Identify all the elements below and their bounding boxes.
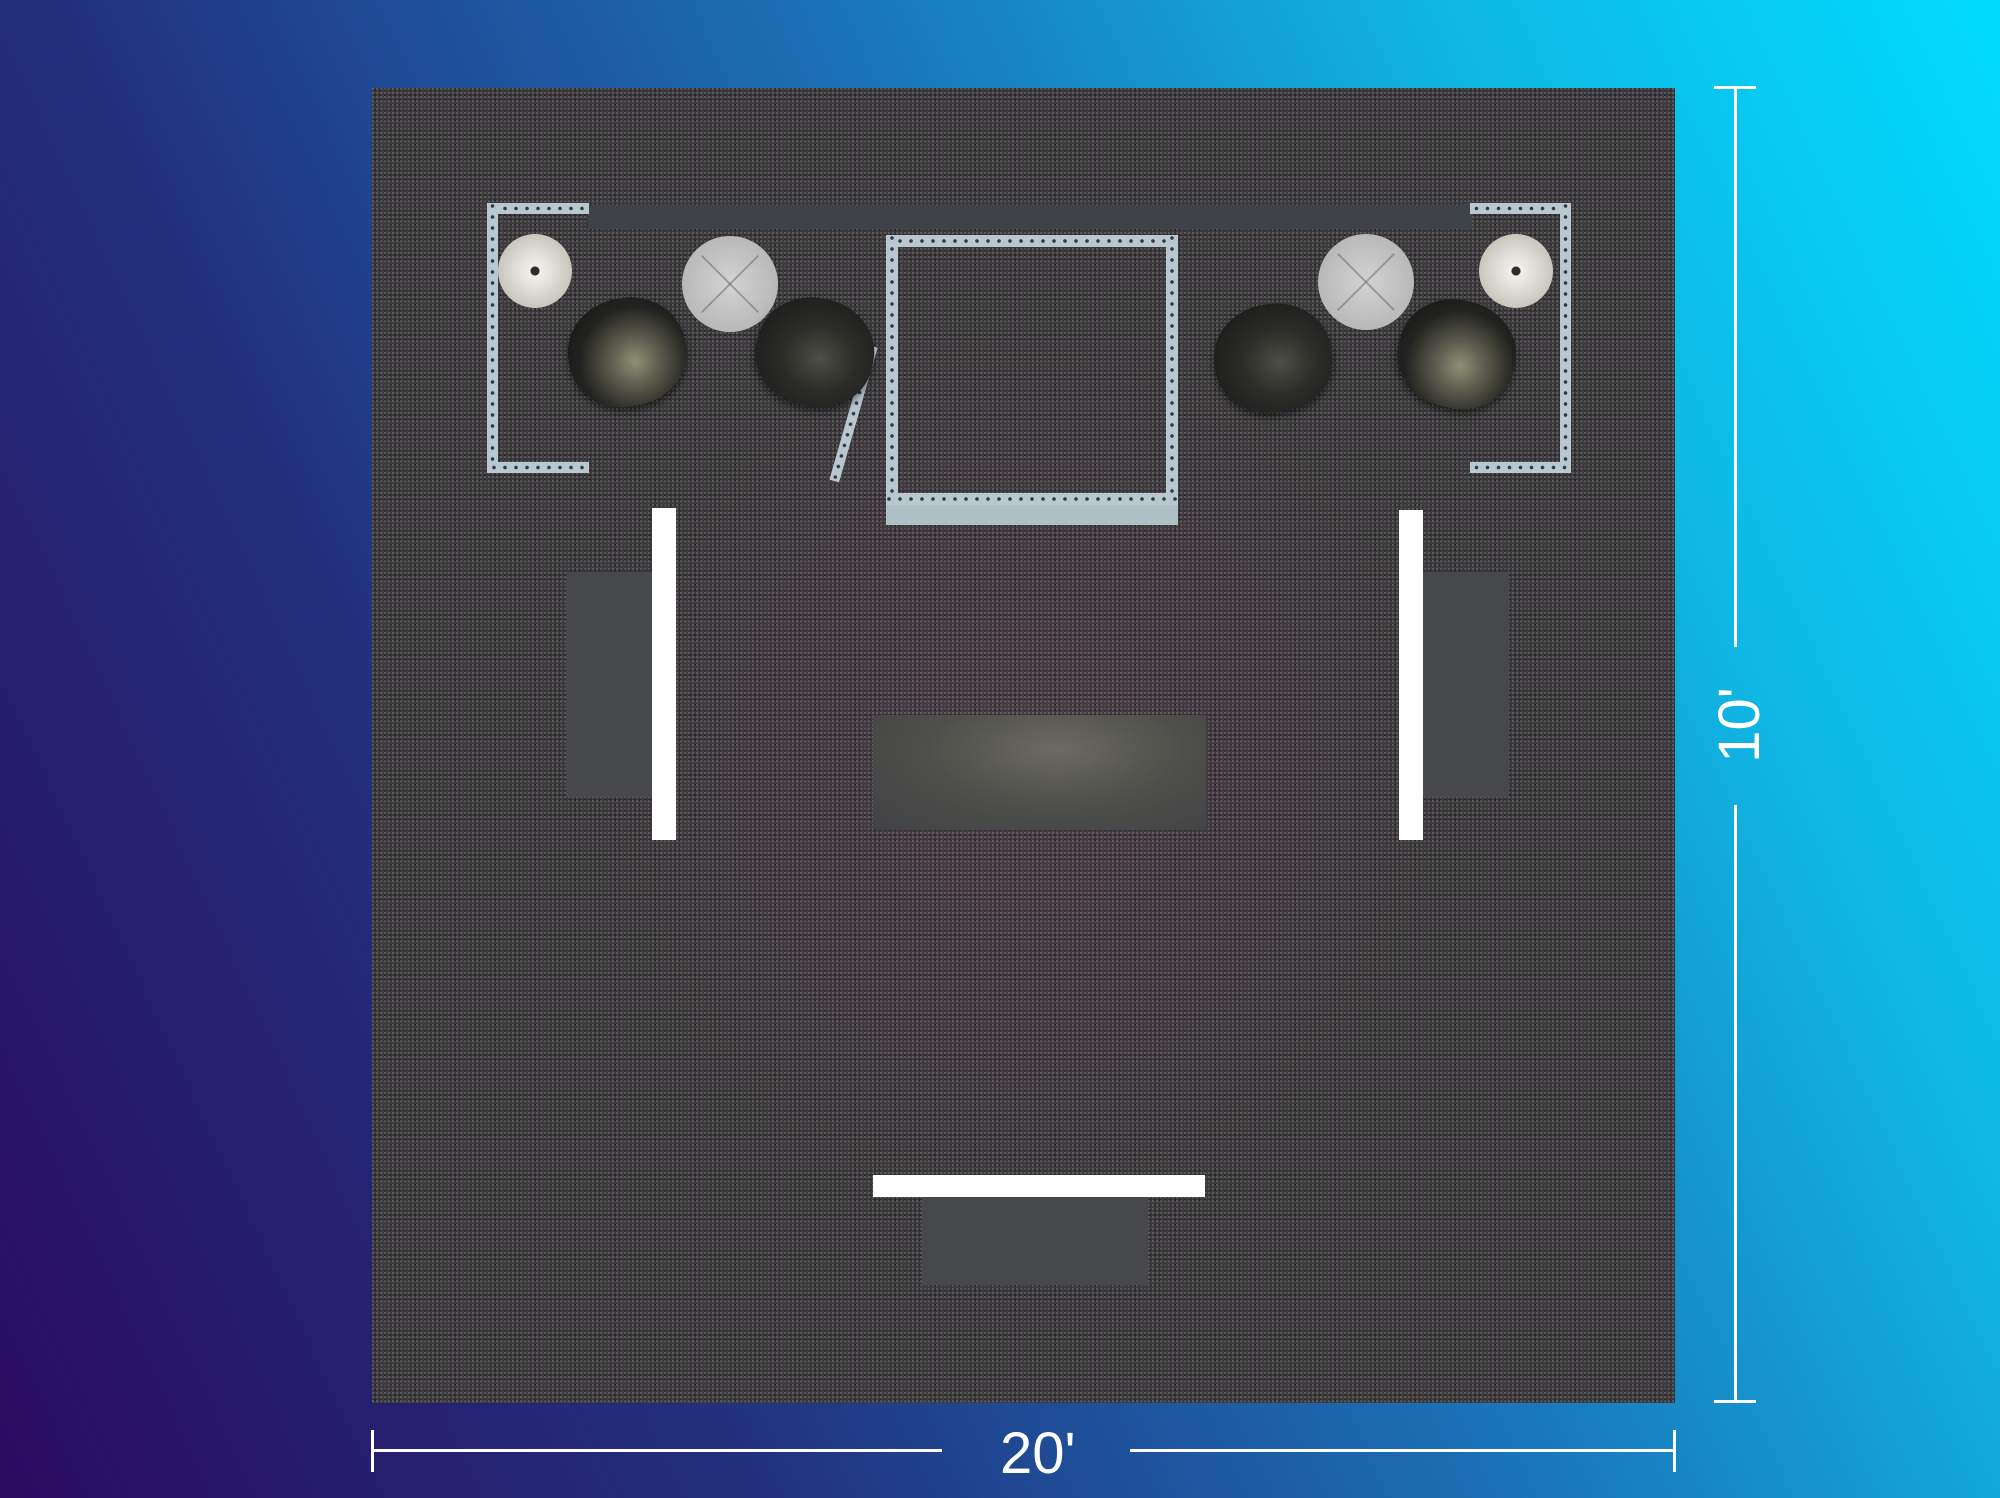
left-floor-lamp — [498, 234, 572, 308]
right-kiosk-counter — [1423, 572, 1509, 797]
center-truss-left — [886, 235, 898, 505]
right-round-table — [1318, 234, 1414, 330]
center-truss-top — [886, 235, 1178, 247]
front-reception-counter — [922, 1197, 1148, 1285]
depth-dimension-tick-bottom — [1714, 1400, 1756, 1403]
left-truss-top — [487, 203, 589, 214]
width-dimension-line-right — [1130, 1449, 1675, 1452]
right-truss-bottom — [1470, 462, 1571, 473]
center-truss-right — [1166, 235, 1178, 505]
front-reception-wall — [873, 1175, 1205, 1197]
width-dimension-line-left — [372, 1449, 942, 1452]
center-display-counter — [873, 715, 1206, 830]
center-truss-base-plate — [886, 505, 1178, 525]
left-round-table — [682, 236, 778, 332]
center-truss-bottom — [886, 493, 1178, 505]
right-truss-top — [1470, 203, 1571, 214]
left-truss-bottom — [487, 462, 589, 473]
right-truss-side — [1560, 203, 1571, 473]
width-dimension-label: 20' — [1000, 1421, 1076, 1486]
depth-dimension-line-top — [1734, 87, 1737, 647]
left-kiosk-wall — [652, 508, 676, 840]
width-dimension-tick-right — [1673, 1430, 1676, 1472]
width-dimension-tick-left — [371, 1430, 374, 1472]
depth-dimension-label: 10' — [1706, 687, 1772, 763]
left-truss-side — [487, 203, 498, 473]
left-kiosk-counter — [566, 572, 652, 797]
back-header-beam — [588, 205, 1472, 229]
right-floor-lamp — [1479, 234, 1553, 308]
depth-dimension-line-bottom — [1734, 805, 1737, 1403]
right-kiosk-wall — [1399, 510, 1423, 840]
